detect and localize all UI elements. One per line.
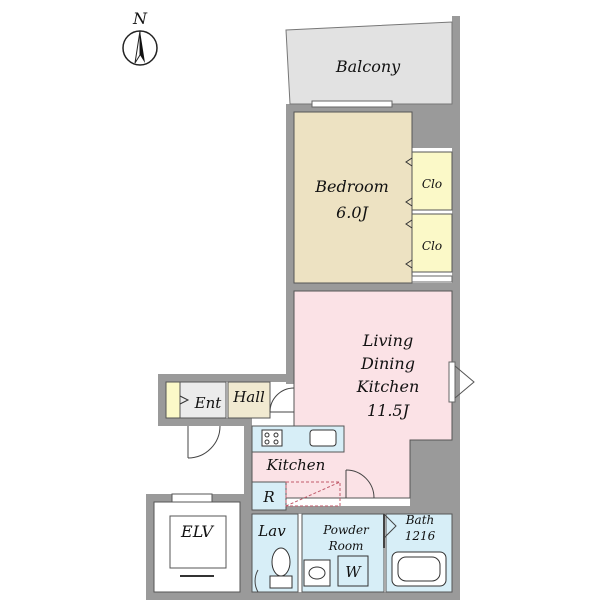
wall-entrance-west (158, 374, 166, 424)
compass-needle-icon-dark (140, 31, 145, 63)
ldk-label-living: Living (362, 331, 413, 350)
wall-entrance-south (158, 418, 250, 426)
balcony-area (285, 21, 453, 105)
stove-icon (261, 429, 283, 447)
wall-east-lower (410, 440, 460, 506)
washer-area (337, 555, 369, 587)
bath-door (383, 513, 397, 539)
entrance-label: Ent (194, 394, 223, 412)
wall-ldk-west (286, 290, 294, 384)
ldk-east-window-swing (454, 365, 475, 399)
washer-label: W (345, 563, 362, 581)
wall-kitchen-west (244, 418, 252, 512)
shoe-cabinet (165, 381, 181, 419)
powder-room-label-1: Powder (322, 523, 370, 537)
wall-bedroom-west (286, 104, 294, 290)
front-door (187, 425, 221, 459)
ldk-label-dining: Dining (360, 354, 415, 373)
balcony-label: Balcony (335, 57, 401, 76)
wall-wet-west (244, 506, 252, 600)
powder-room-label-2: Room (328, 539, 364, 553)
shoe-cabinet-door-mark (179, 395, 190, 405)
refrigerator-label: R (262, 488, 274, 506)
wall-wet-south (244, 592, 460, 600)
compass: N (122, 9, 158, 66)
hall-label: Hall (232, 388, 265, 406)
wall-east-lower-2 (452, 286, 460, 506)
elevator-car (169, 515, 227, 569)
bedroom-label: Bedroom (314, 177, 389, 196)
closet-lower-label: Clo (422, 239, 442, 253)
bath-size: 1216 (405, 529, 436, 543)
refrigerator-area (251, 481, 287, 511)
wall-bedroom-south (286, 283, 456, 291)
wall-east-column (412, 104, 460, 148)
ldk-east-window (448, 361, 456, 403)
ldk-label-kitchen: Kitchen (356, 377, 420, 396)
elevator-door (171, 493, 213, 503)
toilet-icon (269, 547, 293, 589)
wall-bedroom-north (286, 104, 412, 112)
closet-lower-area (411, 213, 453, 273)
kitchen-label: Kitchen (266, 456, 326, 474)
sink-icon (309, 429, 337, 447)
closet-upper-area (411, 151, 453, 211)
bath-label: Bath (405, 513, 435, 527)
washbasin-icon (303, 559, 331, 587)
bathtub-icon (391, 551, 447, 587)
wall-east-column-2 (452, 148, 460, 288)
lavatory-label: Lav (257, 522, 286, 540)
compass-needle-icon (134, 30, 141, 64)
bedroom-size: 6.0J (336, 203, 369, 222)
bedroom-shelf (411, 275, 453, 283)
bedroom-area (293, 111, 413, 284)
hall-area (227, 381, 271, 419)
elevator-label: ELV (180, 522, 214, 541)
compass-north-label: N (132, 9, 148, 28)
closet-upper-label: Clo (422, 177, 442, 191)
wall-entrance-north (158, 374, 294, 382)
lavatory-door (254, 569, 259, 593)
kitchen-storage-outline (285, 481, 341, 507)
ldk-size: 11.5J (367, 401, 411, 420)
hall-door (269, 387, 295, 413)
powder-room-door (345, 469, 375, 499)
wall-wet-north (244, 506, 460, 514)
wall-wet-east (452, 506, 460, 600)
balcony-window (311, 100, 393, 108)
closet-door-marks (405, 157, 413, 269)
